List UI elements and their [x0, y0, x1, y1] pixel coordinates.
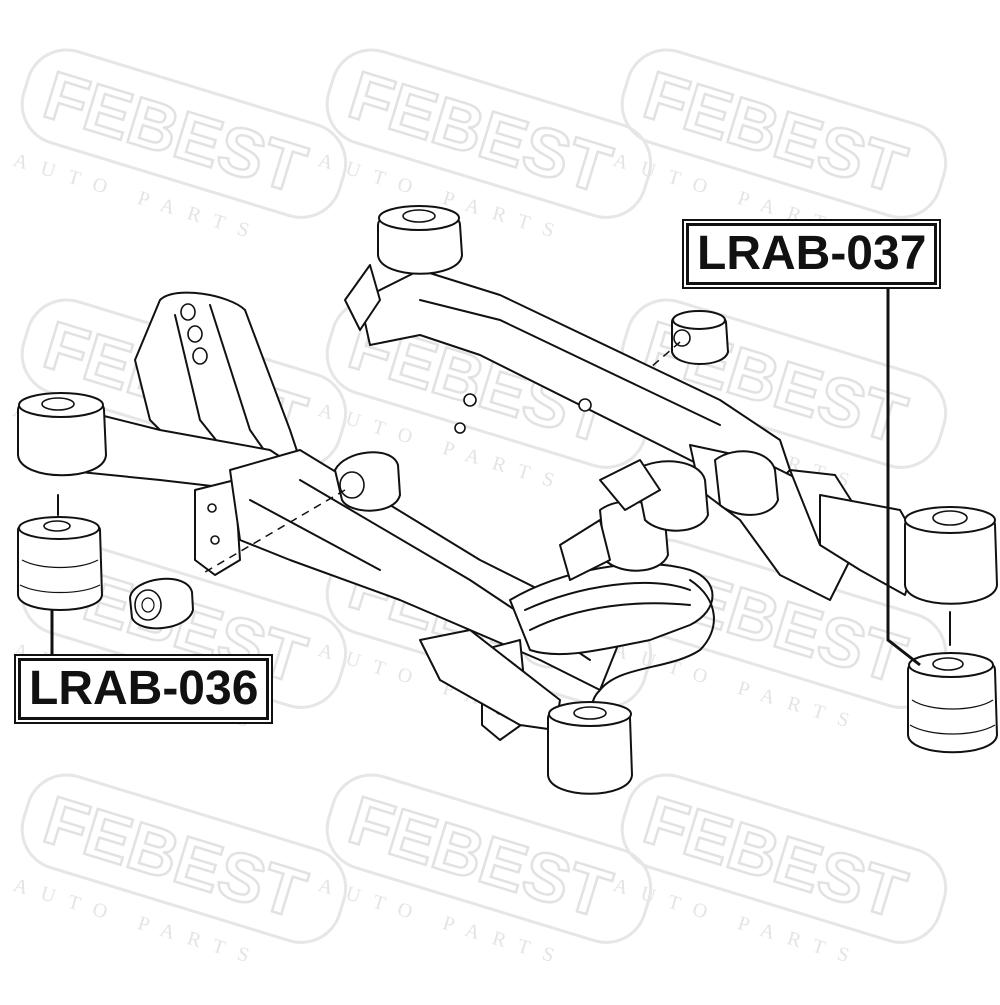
- watermark-1: FEBEST AUTO PARTS: [11, 48, 348, 246]
- inner-arm-edge: [524, 582, 691, 611]
- inner-arm-edge-2: [529, 602, 691, 631]
- watermark-frame: [620, 48, 948, 219]
- label-lrab-037: LRAB-037: [686, 223, 938, 285]
- left-member-hole: [187, 325, 203, 343]
- subframe-drawing: [17, 205, 998, 795]
- plate-hole: [207, 503, 217, 513]
- leader-lrab-037: [886, 285, 921, 667]
- detached-bushing-top-bore: [673, 329, 691, 347]
- center-bushing-axis: [199, 489, 346, 576]
- part-036-band-2: [19, 584, 101, 594]
- beam-hole: [463, 393, 477, 407]
- right-arm: [819, 494, 921, 596]
- front-right-stub: [599, 459, 661, 511]
- part-036-bore: [43, 520, 71, 532]
- part-lrab-036: [17, 494, 103, 611]
- center-bracket-left: [559, 519, 611, 581]
- detached-bushing-top-axis: [649, 341, 681, 369]
- watermark-12: FEBEST AUTO PARTS: [611, 773, 948, 971]
- watermark-frame: [20, 48, 348, 219]
- detached-bushing-top-face: [672, 310, 726, 330]
- watermark-11: FEBEST AUTO PARTS: [316, 773, 653, 971]
- watermark-10: FEBEST AUTO PARTS: [11, 773, 348, 971]
- part-037-bore: [932, 657, 964, 671]
- label-lrab-036: LRAB-036: [18, 658, 270, 720]
- watermark-frame: [325, 773, 653, 944]
- plate-hole: [210, 535, 220, 545]
- left-bracket-plate: [194, 479, 241, 576]
- watermark-frame: [620, 773, 948, 944]
- top-rear-bracket: [344, 264, 381, 331]
- front-main-beam-edge-2: [249, 499, 381, 571]
- center-bushing-bore: [339, 471, 365, 499]
- part-lrab-037: [907, 611, 998, 754]
- watermark-frame: [20, 773, 348, 944]
- left-front-mount-bore: [41, 397, 75, 411]
- rear-cross-beam-edge: [419, 299, 721, 426]
- left-member-hole: [192, 347, 208, 365]
- watermark-frame: [325, 48, 653, 219]
- center-cylinder-right: [714, 450, 779, 516]
- watermark-2: FEBEST AUTO PARTS: [316, 48, 653, 246]
- watermark-frame: [620, 298, 948, 469]
- inner-control-arm: [509, 563, 714, 656]
- bottom-center-mount-bore: [573, 706, 607, 720]
- left-member-hole: [180, 303, 196, 321]
- detached-bushing-left-inner: [141, 597, 155, 613]
- right-rear-mount-bore: [932, 510, 968, 526]
- part-037-band-2: [909, 724, 996, 735]
- part-037-band: [911, 699, 994, 710]
- beam-hole: [578, 398, 592, 412]
- detached-bushing-left-bore: [134, 589, 162, 621]
- part-036-band: [21, 559, 99, 569]
- top-rear-mount-bore: [402, 209, 436, 223]
- beam-hole: [454, 422, 466, 434]
